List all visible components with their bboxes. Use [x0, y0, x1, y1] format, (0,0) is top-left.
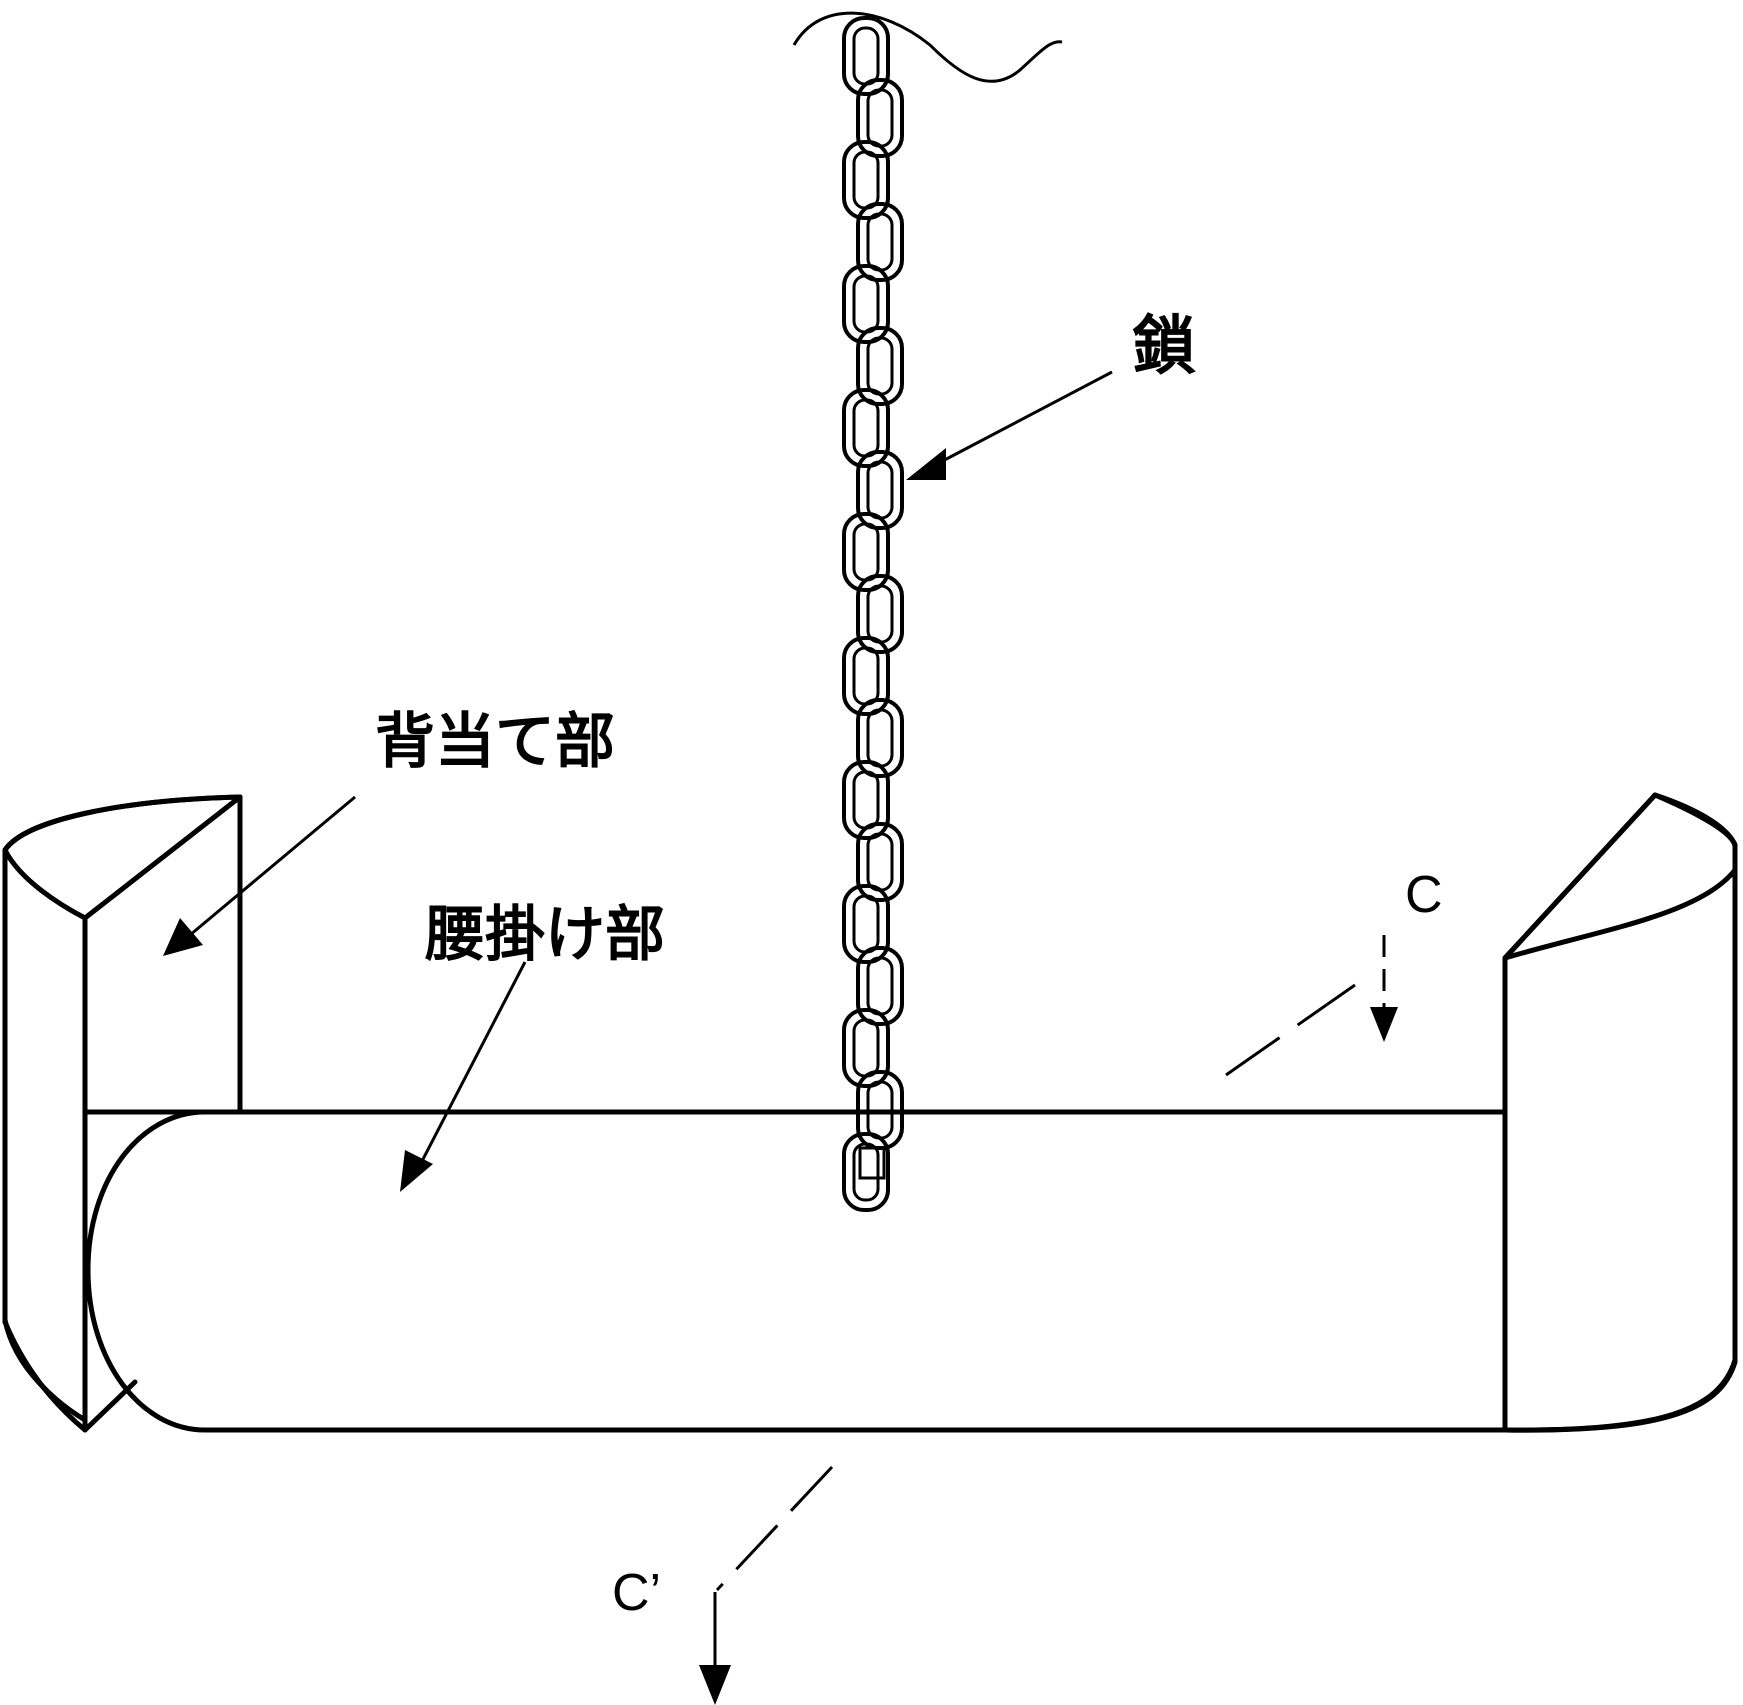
chain-link-inner: [866, 708, 894, 768]
chain-link-inner: [852, 770, 880, 830]
chain-link-inner: [852, 398, 880, 458]
label-section-c-prime: C’: [612, 1564, 661, 1622]
chain-link: [842, 140, 890, 220]
chain-link: [856, 698, 904, 778]
chain-end-link: [858, 1146, 886, 1180]
left-back-rest: [2, 794, 243, 1433]
chain-link: [856, 450, 904, 530]
chain-link-inner: [852, 646, 880, 706]
chain-link-inner: [866, 212, 894, 272]
leader-chain: [906, 370, 1113, 480]
chain-link: [856, 946, 904, 1026]
chain-link-inner: [852, 26, 880, 86]
label-chain: 鎖: [1132, 310, 1196, 384]
chain-link-inner: [852, 1018, 880, 1078]
chain-link: [842, 512, 890, 592]
label-back-rest: 背当て部: [375, 707, 615, 777]
chain-link-inner: [852, 150, 880, 210]
chain-link-inner: [866, 956, 894, 1016]
section-arrow-c-prime: [699, 1665, 731, 1705]
chain-link-inner: [866, 88, 894, 148]
chain-link: [856, 574, 904, 654]
chain-link: [842, 884, 890, 964]
chain-link: [842, 760, 890, 840]
section-line-c-prime: [699, 1465, 834, 1705]
chain-link: [856, 822, 904, 902]
chain-link: [842, 264, 890, 344]
rope: [792, 11, 1063, 83]
chain-link-inner: [852, 522, 880, 582]
chain-link: [842, 1132, 890, 1212]
chain-link-inner: [866, 584, 894, 644]
chain-link: [842, 1008, 890, 1088]
chain-link: [856, 78, 904, 158]
label-section-c: C: [1405, 866, 1443, 924]
section-arrow-c: [1370, 1007, 1398, 1042]
chain-link: [842, 388, 890, 468]
chain-link-inner: [852, 274, 880, 334]
leader-seat: [400, 961, 527, 1192]
chain-link-inner: [852, 894, 880, 954]
chain-link: [856, 202, 904, 282]
chain-link: [842, 636, 890, 716]
chain-link-inner: [866, 832, 894, 892]
chain-link-inner: [866, 336, 894, 396]
chain-link-inner: [866, 460, 894, 520]
seat-body: [82, 1109, 1508, 1433]
chain-link-inner: [852, 1142, 880, 1202]
chain-link: [856, 326, 904, 406]
section-line-c: [1225, 935, 1398, 1077]
label-seat: 腰掛け部: [424, 900, 665, 970]
leader-back-rest: [163, 795, 356, 956]
chain: [842, 16, 904, 1212]
chain-link: [842, 16, 890, 96]
right-back-rest: [1502, 792, 1738, 1433]
